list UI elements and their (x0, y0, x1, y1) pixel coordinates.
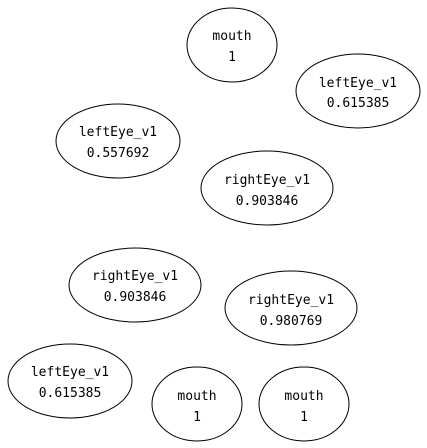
node-ellipse (200, 150, 334, 226)
node-righteye-right: rightEye_v1 0.980769 (224, 270, 358, 346)
node-ellipse (295, 53, 421, 129)
node-ellipse (7, 343, 133, 419)
node-mouth-bottom-left: mouth 1 (151, 366, 243, 442)
node-value: 0.557692 (87, 146, 150, 161)
node-label: leftEye_v1 (31, 365, 109, 380)
node-value: 1 (228, 50, 236, 65)
node-ellipse (186, 7, 278, 83)
node-label: leftEye_v1 (319, 76, 397, 91)
node-lefteye-bottom: leftEye_v1 0.615385 (7, 343, 133, 419)
node-mouth-top: mouth 1 (186, 7, 278, 83)
node-righteye-left: rightEye_v1 0.903846 (68, 247, 202, 323)
node-label: mouth (177, 389, 216, 404)
node-label: mouth (284, 389, 323, 404)
node-lefteye-top-right: leftEye_v1 0.615385 (295, 53, 421, 129)
node-righteye-center: rightEye_v1 0.903846 (200, 150, 334, 226)
node-ellipse (68, 247, 202, 323)
node-value: 0.615385 (39, 386, 102, 401)
node-ellipse (151, 366, 243, 442)
node-value: 0.903846 (104, 290, 167, 305)
node-label: rightEye_v1 (224, 173, 310, 188)
node-value: 0.980769 (260, 314, 323, 329)
node-value: 0.615385 (327, 96, 390, 111)
node-value: 1 (300, 410, 308, 425)
node-lefteye-left: leftEye_v1 0.557692 (55, 103, 181, 179)
node-value: 1 (193, 410, 201, 425)
node-label: leftEye_v1 (79, 125, 157, 140)
node-ellipse (55, 103, 181, 179)
node-label: mouth (212, 29, 251, 44)
node-label: rightEye_v1 (248, 293, 334, 308)
node-mouth-bottom-right: mouth 1 (258, 366, 350, 442)
node-label: rightEye_v1 (92, 269, 178, 284)
node-ellipse (224, 270, 358, 346)
node-value: 0.903846 (236, 194, 299, 209)
node-ellipse (258, 366, 350, 442)
